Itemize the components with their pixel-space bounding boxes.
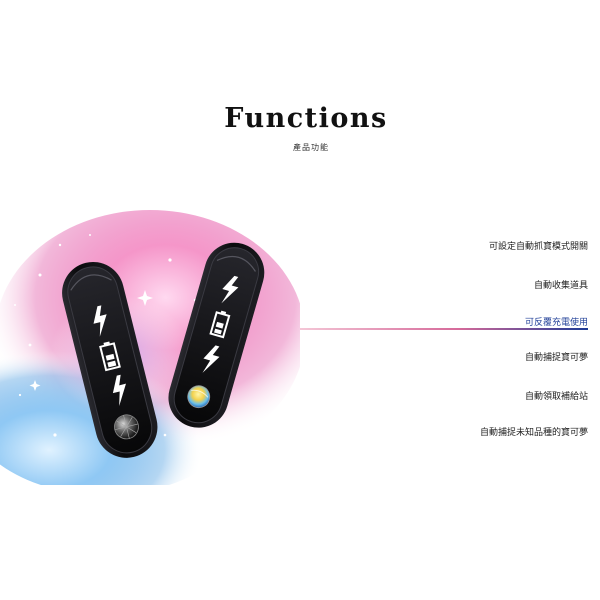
battery-icon — [209, 310, 231, 339]
product-hero-image — [0, 210, 300, 485]
lightning-icon — [112, 374, 126, 406]
lightning-icon — [93, 305, 107, 337]
function-item-auto-catch-mode-toggle[interactable]: 可設定自動抓寶模式開關 — [488, 242, 588, 252]
page-title: Functions — [224, 103, 388, 134]
lightning-icon — [202, 345, 220, 373]
lightning-icon — [221, 275, 239, 304]
function-item-auto-collect-items[interactable]: 自動收集道具 — [533, 281, 588, 291]
function-item-auto-catch-unknown-pokemon[interactable]: 自動捕捉未知品種的寶可夢 — [479, 428, 588, 438]
function-item-auto-catch-pokemon[interactable]: 自動捕捉寶可夢 — [524, 353, 588, 363]
page-subtitle: 產品功能 — [293, 143, 329, 152]
function-item-rechargeable[interactable]: 可反覆充電使用 — [524, 318, 588, 328]
battery-icon — [99, 341, 121, 372]
active-item-underline — [300, 328, 588, 330]
device-right — [168, 242, 265, 428]
crystal-button-icon — [114, 414, 139, 440]
function-item-auto-spin-pokestop[interactable]: 自動領取補給站 — [524, 392, 588, 402]
color-gem-button-icon — [187, 385, 211, 409]
device-left — [62, 261, 158, 458]
